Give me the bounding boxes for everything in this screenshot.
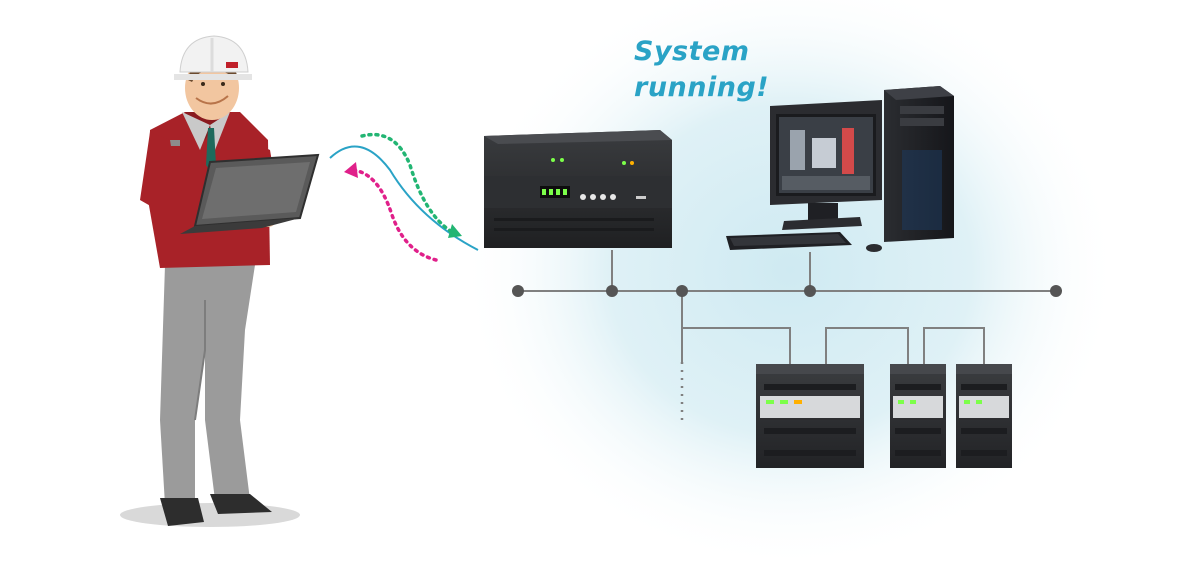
io-module-icon — [956, 364, 1012, 468]
laptop-icon — [180, 153, 320, 234]
io-module-icon — [756, 364, 864, 468]
status-caption: System running! — [634, 34, 794, 106]
bus-node — [512, 285, 524, 297]
status-caption-line2: running! — [634, 72, 770, 103]
io-module-icon — [890, 364, 946, 468]
bus-node — [606, 285, 618, 297]
wireless-link-arrows-icon — [329, 132, 479, 262]
controller-device-icon — [484, 130, 672, 248]
bus-node — [804, 285, 816, 297]
status-caption-line1: System — [634, 36, 750, 67]
bus-node — [1050, 285, 1062, 297]
bus-node — [676, 285, 688, 297]
network-bus — [512, 250, 1062, 420]
technician-figure — [120, 35, 300, 527]
desktop-computer-icon — [726, 86, 954, 252]
